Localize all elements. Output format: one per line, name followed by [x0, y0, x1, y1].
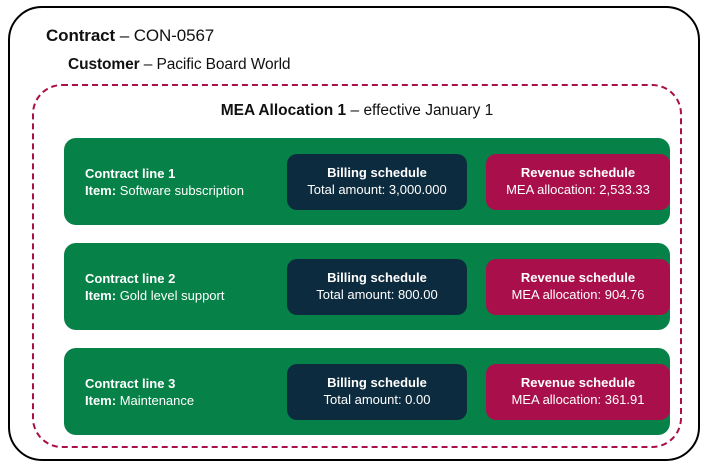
revenue-schedule-value: MEA allocation: 361.91 [511, 392, 645, 407]
contract-line-info: Contract line 2 Item: Gold level support [85, 270, 224, 304]
customer-label: Customer [68, 56, 140, 73]
contract-line-item-label: Item: [85, 287, 117, 303]
billing-schedule-box: Billing schedule Total amount: 0.00 [287, 363, 467, 420]
revenue-schedule-value: MEA allocation: 2,533.33 [506, 182, 650, 197]
customer-heading: Customer – Pacific Board World [68, 56, 291, 74]
contract-line-item-label: Item: [85, 392, 117, 408]
mea-allocation-container: MEA Allocation 1 – effective January 1 C… [32, 84, 682, 448]
contract-line-item-label: Item: [85, 182, 117, 198]
customer-separator: – [143, 56, 153, 73]
revenue-schedule-title: Revenue schedule [520, 165, 636, 180]
revenue-schedule-box: Revenue schedule MEA allocation: 904.76 [486, 258, 670, 315]
mea-separator: – [350, 102, 360, 119]
revenue-schedule-box: Revenue schedule MEA allocation: 361.91 [486, 363, 670, 420]
contract-line-title: Contract line 3 [85, 375, 176, 391]
mea-label: MEA Allocation 1 [220, 102, 347, 119]
billing-schedule-title: Billing schedule [327, 375, 427, 390]
billing-schedule-title: Billing schedule [327, 270, 427, 285]
contract-line-item-value: Software subscription [119, 182, 244, 198]
revenue-schedule-value: MEA allocation: 904.76 [511, 287, 645, 302]
revenue-schedule-box: Revenue schedule MEA allocation: 2,533.3… [486, 153, 670, 210]
contract-line-info: Contract line 1 Item: Software subscript… [85, 165, 244, 199]
contract-line-row: Contract line 2 Item: Gold level support… [64, 243, 670, 330]
contract-line-title: Contract line 2 [85, 270, 176, 286]
mea-allocation-heading: MEA Allocation 1 – effective January 1 [34, 102, 680, 120]
contract-line-item: Item: Software subscription [85, 182, 244, 199]
contract-line-item-value: Maintenance [119, 392, 195, 408]
contract-line-item: Item: Gold level support [85, 287, 224, 304]
billing-schedule-box: Billing schedule Total amount: 3,000.000 [287, 153, 467, 210]
contract-line-row: Contract line 3 Item: Maintenance Billin… [64, 348, 670, 435]
billing-schedule-title: Billing schedule [327, 165, 427, 180]
contract-container: Contract – CON-0567 Customer – Pacific B… [8, 6, 700, 461]
mea-value: effective January 1 [363, 102, 494, 119]
contract-heading: Contract – CON-0567 [46, 26, 214, 46]
contract-line-info: Contract line 3 Item: Maintenance [85, 375, 194, 409]
contract-separator: – [119, 26, 130, 45]
revenue-schedule-title: Revenue schedule [520, 375, 636, 390]
contract-lines-list: Contract line 1 Item: Software subscript… [64, 138, 670, 435]
contract-value: CON-0567 [133, 26, 215, 45]
billing-schedule-box: Billing schedule Total amount: 800.00 [287, 258, 467, 315]
billing-schedule-value: Total amount: 3,000.000 [307, 182, 447, 197]
customer-value: Pacific Board World [156, 56, 291, 73]
contract-line-title: Contract line 1 [85, 165, 176, 181]
contract-line-row: Contract line 1 Item: Software subscript… [64, 138, 670, 225]
contract-label: Contract [46, 26, 116, 45]
contract-line-item: Item: Maintenance [85, 392, 194, 409]
billing-schedule-value: Total amount: 0.00 [323, 392, 431, 407]
billing-schedule-value: Total amount: 800.00 [316, 287, 438, 302]
contract-line-item-value: Gold level support [119, 287, 225, 303]
revenue-schedule-title: Revenue schedule [520, 270, 636, 285]
